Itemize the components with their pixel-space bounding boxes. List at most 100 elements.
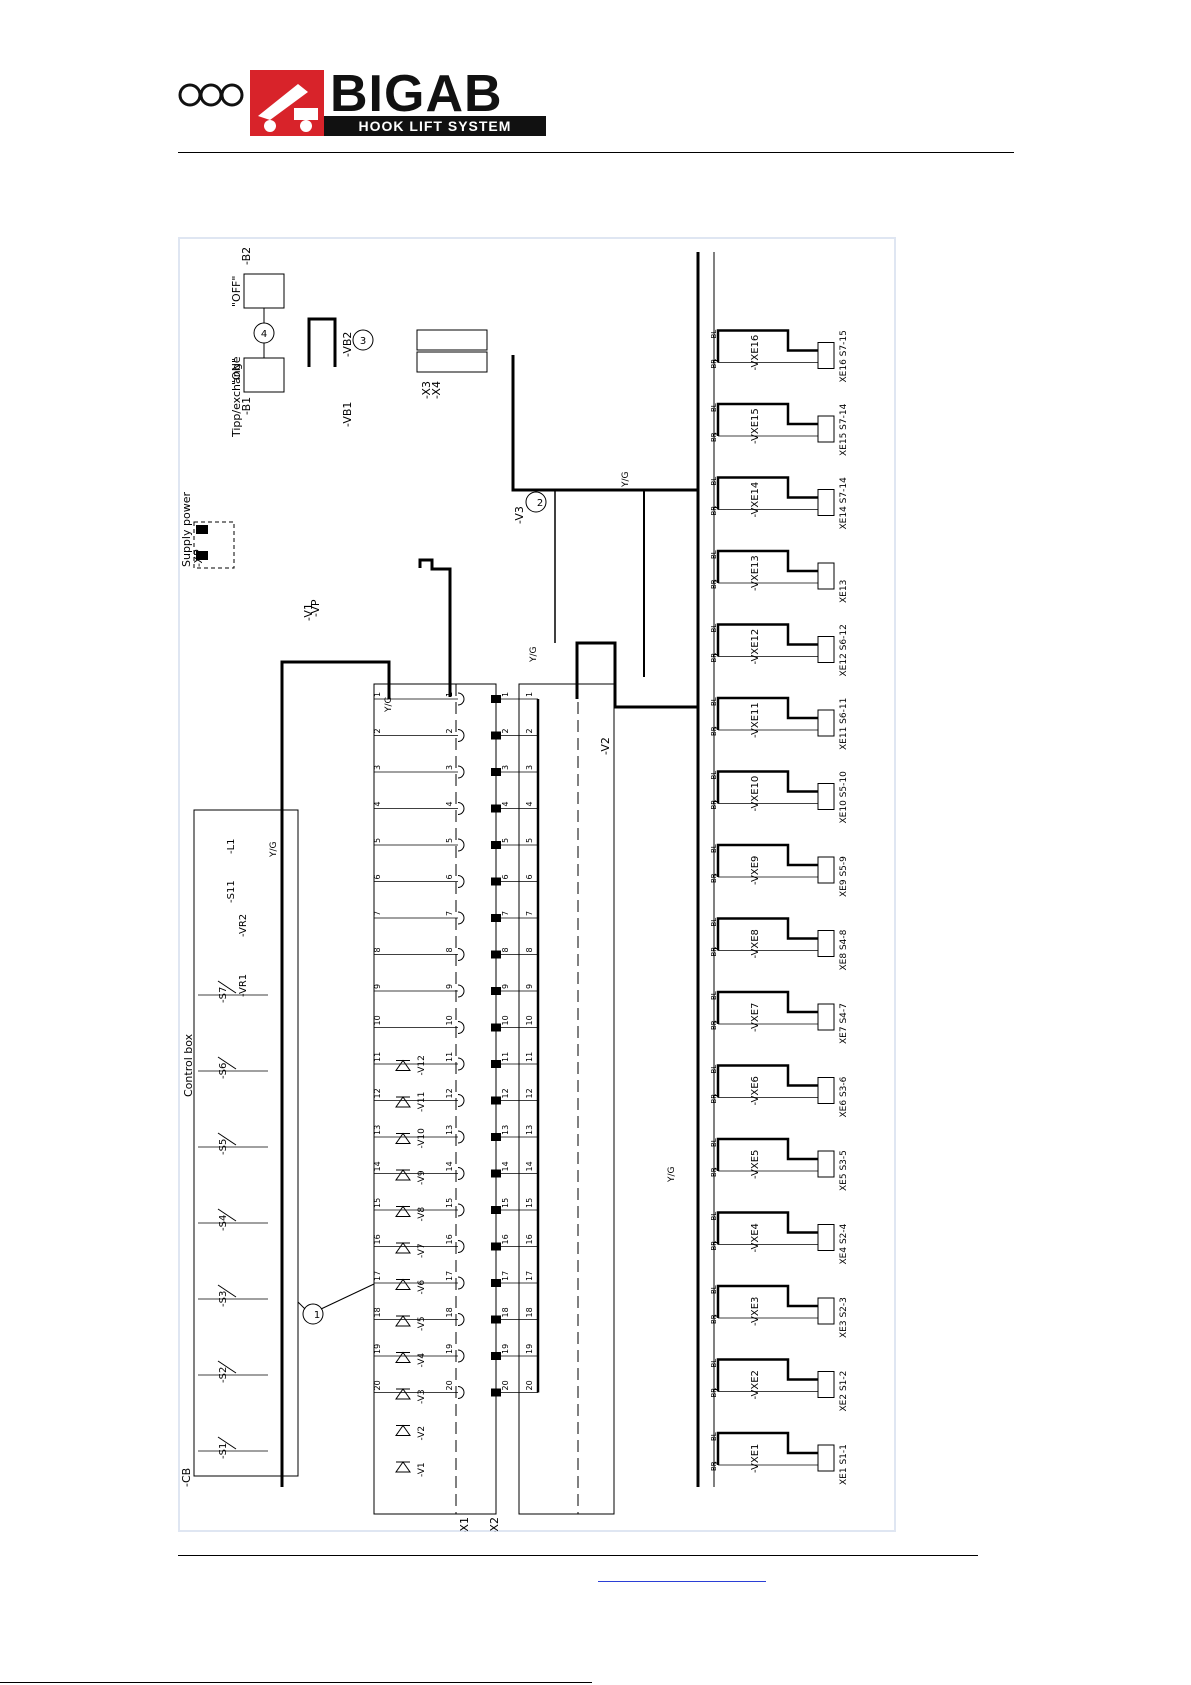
x1-terminal-socket xyxy=(457,1240,465,1253)
cable-label: -VXE11 xyxy=(750,702,761,738)
x1-terminal-number: 5 xyxy=(373,838,382,843)
connector-label: XE16 S7-15 xyxy=(839,330,849,382)
diode-label: -V12 xyxy=(417,1055,427,1075)
x2-pin-number: 10 xyxy=(501,1015,510,1025)
x1-terminal-number: 1 xyxy=(373,692,382,697)
cb-label: -CB xyxy=(180,1468,193,1487)
wire-color-br: BR xyxy=(710,432,718,442)
x2-wire-number: 6 xyxy=(525,874,534,879)
wire-color-bl: BL xyxy=(710,991,718,1000)
yg-label-v3: Y/G xyxy=(621,471,631,488)
x2-wire-number: 13 xyxy=(525,1125,534,1135)
wire-color-br: BR xyxy=(710,653,718,663)
connector-block xyxy=(817,415,835,443)
x4-connector xyxy=(416,351,488,373)
wire-color-bl: BL xyxy=(710,477,718,486)
footer-link-underline[interactable] xyxy=(598,1581,766,1582)
circle-3-label: 3 xyxy=(360,336,366,347)
page-edge-line xyxy=(0,1682,592,1683)
x1-terminal-socket xyxy=(457,875,465,888)
diode-symbol xyxy=(395,1242,411,1254)
circle-2 xyxy=(525,491,547,513)
diode-label: -V4 xyxy=(417,1353,427,1368)
connector-block xyxy=(817,783,835,810)
control-box-outline xyxy=(193,809,299,1477)
cable-label: -VXE10 xyxy=(750,776,761,812)
x2-pin-number: 9 xyxy=(501,984,510,989)
wire-color-br: BR xyxy=(710,1241,718,1251)
v3-label: -V3 xyxy=(513,506,526,524)
x1-terminal-number: 15 xyxy=(373,1198,382,1208)
wire-color-br: BR xyxy=(710,1094,718,1104)
x2-outline xyxy=(518,683,615,1515)
x1-terminal-socket xyxy=(457,1203,465,1217)
diode-label: -V11 xyxy=(417,1092,427,1112)
cable-label: -VXE1 xyxy=(750,1444,761,1473)
x2-terminal-pin xyxy=(491,987,501,995)
x1-socket-number: 9 xyxy=(445,984,454,989)
connector-label: XE4 S2-4 xyxy=(839,1223,849,1264)
b1-label: -B1 xyxy=(240,397,253,415)
cable-label: -VXE2 xyxy=(750,1370,761,1399)
diode-symbol xyxy=(395,1461,411,1473)
x2-wire-number: 9 xyxy=(525,984,534,989)
sensor-cable-run xyxy=(716,549,818,583)
x1-terminal-socket xyxy=(457,729,465,742)
x1-socket-number: 17 xyxy=(445,1271,454,1281)
switch-contact xyxy=(217,1360,237,1374)
x2-pin-number: 18 xyxy=(501,1307,510,1317)
x2-pin-number: 17 xyxy=(501,1271,510,1281)
x2-wire-number: 14 xyxy=(525,1161,534,1171)
control-box-label: Control box xyxy=(182,1033,195,1097)
x2-wire-number: 5 xyxy=(525,838,534,843)
wire-color-bl: BL xyxy=(710,1359,718,1368)
footer-divider xyxy=(178,1555,978,1556)
x2-terminal-pin xyxy=(491,1060,501,1068)
x2-pin-number: 11 xyxy=(501,1052,510,1062)
x1-terminal-socket xyxy=(457,692,465,706)
sensor-cable-run xyxy=(716,1358,818,1392)
cable-label: -VXE8 xyxy=(750,929,761,958)
x2-pin-number: 14 xyxy=(501,1161,510,1171)
circle-4 xyxy=(253,322,275,344)
x1-terminal-socket xyxy=(457,1021,465,1034)
cable-label: -VXE14 xyxy=(750,482,761,518)
x2-pin-number: 20 xyxy=(501,1380,510,1390)
connector-label: XE5 S3-5 xyxy=(839,1150,849,1191)
connector-label: XE2 S1-2 xyxy=(839,1371,849,1412)
supply-pin-1 xyxy=(196,525,208,534)
wire-color-bl: BL xyxy=(710,1065,718,1074)
x1-terminal-socket xyxy=(457,802,465,815)
x2-wire-number: 7 xyxy=(525,911,534,916)
sensor-cable-run xyxy=(716,1137,818,1171)
x2-terminal-pin xyxy=(491,1315,501,1324)
vb2-label: -VB2 xyxy=(341,332,354,357)
x2-wire-number: 8 xyxy=(525,947,534,952)
v1-label: -V1 xyxy=(302,603,315,621)
yg-label-x1: Y/G xyxy=(384,696,394,713)
yg-label-cb: Y/G xyxy=(269,841,279,858)
x2-wire-number: 16 xyxy=(525,1234,534,1244)
sensor-cable-run xyxy=(716,843,818,877)
connector-block xyxy=(817,1003,835,1031)
diode-label: -V6 xyxy=(417,1280,427,1295)
x2-pin-number: 13 xyxy=(501,1125,510,1135)
wire-color-bl: BL xyxy=(710,624,718,633)
x1-terminal-number: 6 xyxy=(373,874,382,879)
pointer-cb xyxy=(297,1301,306,1310)
connector-block xyxy=(817,1077,835,1104)
sensor-cable-run xyxy=(716,917,818,951)
wire-color-br: BR xyxy=(710,359,718,369)
diode-label: -V9 xyxy=(417,1170,427,1185)
x3-label: -X3 xyxy=(420,381,433,399)
switch-label: -S5 xyxy=(218,1139,229,1155)
cable-vp xyxy=(418,558,452,697)
x2-pin-number: 7 xyxy=(501,911,510,916)
circle-1 xyxy=(302,1303,324,1325)
wire-color-bl: BL xyxy=(710,1212,718,1221)
x2-wire-number: 10 xyxy=(525,1015,534,1025)
x1-socket-number: 8 xyxy=(445,947,454,952)
x2-terminal-pin xyxy=(491,1206,501,1214)
diode-label: -V5 xyxy=(417,1316,427,1331)
